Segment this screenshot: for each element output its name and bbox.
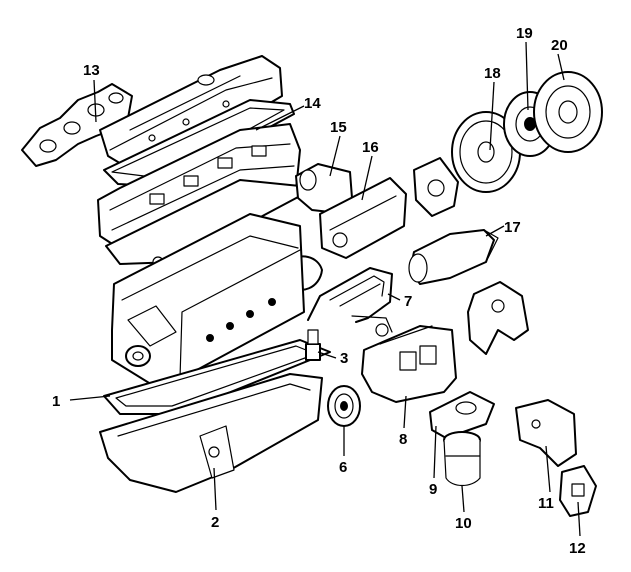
starter-motor bbox=[408, 229, 499, 285]
callout-11: 11 bbox=[538, 495, 554, 512]
callout-13: 13 bbox=[83, 62, 100, 79]
callout-7: 7 bbox=[404, 293, 412, 310]
engine-mount bbox=[559, 465, 597, 517]
engine-block bbox=[111, 213, 305, 387]
cover-plate bbox=[413, 157, 459, 217]
callout-3: 3 bbox=[340, 350, 348, 367]
injection-lines bbox=[307, 267, 393, 333]
flywheel bbox=[451, 111, 521, 193]
callout-9: 9 bbox=[429, 481, 437, 498]
oil-pan bbox=[99, 373, 323, 493]
injection-pump bbox=[361, 323, 457, 403]
alternator-bracket bbox=[467, 281, 529, 355]
intake-manifold bbox=[319, 177, 407, 259]
leader-lines bbox=[69, 41, 581, 537]
callout-16: 16 bbox=[362, 139, 379, 156]
exhaust-manifold-gasket bbox=[21, 83, 133, 167]
fuel-filter bbox=[443, 431, 481, 487]
callout-14: 14 bbox=[304, 95, 321, 112]
callout-20: 20 bbox=[551, 37, 568, 54]
callout-2: 2 bbox=[211, 514, 219, 531]
clutch-pressure-plate bbox=[533, 71, 603, 153]
callout-1: 1 bbox=[52, 393, 60, 410]
callout-15: 15 bbox=[330, 119, 347, 136]
valve-cover bbox=[99, 55, 295, 187]
callout-12: 12 bbox=[569, 540, 586, 557]
callout-10: 10 bbox=[455, 515, 472, 532]
filter-head bbox=[429, 391, 495, 439]
crankshaft-pulley bbox=[327, 385, 361, 427]
oil-pressure-sender bbox=[305, 329, 321, 361]
callout-8: 8 bbox=[399, 431, 407, 448]
engine-mount-bracket bbox=[515, 399, 577, 467]
oil-pan-gasket bbox=[103, 339, 331, 415]
callout-17: 17 bbox=[504, 219, 521, 236]
callout-19: 19 bbox=[516, 25, 533, 42]
callout-18: 18 bbox=[484, 65, 501, 82]
callout-6: 6 bbox=[339, 459, 347, 476]
